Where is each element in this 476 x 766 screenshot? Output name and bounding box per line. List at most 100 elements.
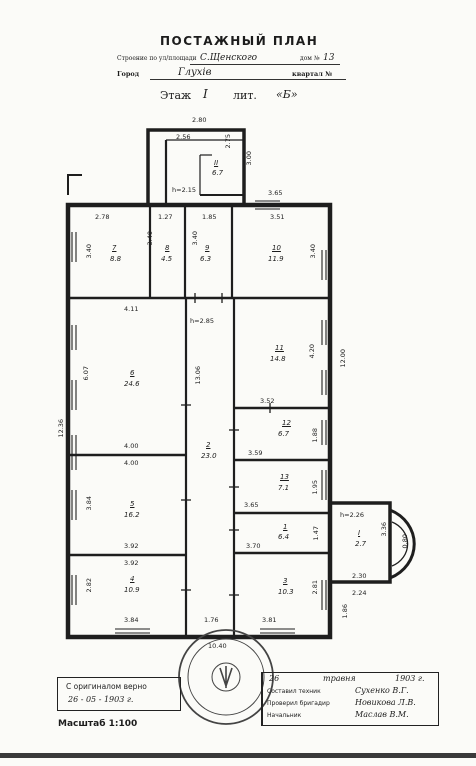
room-3-area: 10.3: [278, 588, 294, 596]
label-street: Строение по ул/площади: [117, 55, 197, 62]
dim-r7-width: 2.78: [95, 213, 110, 221]
dim-r12-width: 3.59: [248, 449, 263, 457]
room-13-number: 13: [280, 473, 289, 481]
lit-value: «Б»: [276, 88, 298, 101]
room-11-number: 11: [275, 344, 284, 352]
dim-r6-top: 4.11: [124, 305, 139, 313]
composed-name: Сухенко В.Г.: [355, 686, 409, 695]
label-house: дом №: [300, 55, 320, 62]
lit-label: лит.: [233, 89, 257, 102]
dim-r8-width: 1.27: [158, 213, 173, 221]
dim-r6-height: 6.07: [81, 366, 90, 381]
dim-r6-bottom: 4.00: [124, 442, 139, 450]
room-7-number: 7: [112, 244, 117, 252]
room-13-area: 7.1: [278, 484, 290, 492]
dim-r10-height: 3.40: [308, 244, 317, 259]
room-12-number: 12: [282, 419, 291, 427]
scan-edge: [0, 753, 476, 758]
floor-value: I: [203, 87, 208, 101]
dim-bottom-extra: 10.40: [208, 642, 227, 650]
dim-r4-height: 2.82: [84, 578, 93, 593]
top-annex-wall: [146, 128, 246, 205]
checked-by-label: Проверил бригадир: [267, 700, 330, 707]
dim-corridor-length: 13.06: [194, 365, 203, 385]
room-6-area: 24.6: [124, 380, 140, 388]
city-underline: [150, 79, 346, 80]
dim-r9-height: 3.40: [190, 231, 199, 246]
dim-top-annex-width: 2.80: [192, 116, 207, 124]
dim-r3-width: 3.81: [262, 616, 277, 624]
dim-top-right: 3.65: [268, 189, 283, 197]
plan-title: ПОСТАЖНЫЙ ПЛАН: [160, 34, 319, 48]
room-11-area: 14.8: [270, 355, 286, 363]
room-1-number: 1: [283, 523, 288, 531]
dim-r5-height: 3.84: [84, 496, 93, 511]
room-1-area: 6.4: [278, 533, 290, 541]
city-value: Глухів: [178, 67, 212, 78]
dim-r1-width: 3.70: [246, 542, 261, 550]
verified-label: С оригиналом верно: [66, 682, 147, 691]
dim-r10-width: 3.51: [270, 213, 285, 221]
room-I-number: I: [358, 529, 361, 537]
room-II-number: II: [214, 159, 219, 167]
dim-top-annex-height: 2.75: [223, 134, 232, 149]
dim-right-total: 12.00: [339, 348, 348, 368]
room-10-area: 11.9: [268, 255, 284, 263]
room-9-number: 9: [205, 244, 210, 252]
room-I-area: 2.7: [355, 540, 367, 548]
dim-h-top: h=2.15: [172, 186, 197, 194]
composed-label: Составил техник: [267, 688, 321, 695]
room-II-area: 6.7: [212, 169, 224, 177]
dim-porch-bottom: 2.24: [352, 589, 367, 597]
dim-r5-top: 4.00: [124, 459, 139, 467]
street-underline: [190, 64, 340, 65]
street-value: С.Щенского: [200, 53, 258, 63]
dim-r1-height: 1.47: [311, 526, 320, 541]
date-month: травня: [323, 674, 356, 683]
dim-h-porch: h=2.26: [340, 511, 365, 519]
dim-r4-top: 3.92: [124, 559, 139, 567]
outer-wall: [65, 202, 333, 640]
dim-corridor-width: 1.76: [204, 616, 219, 624]
room-6-number: 6: [130, 369, 135, 377]
room-7-area: 8.8: [110, 255, 122, 263]
dim-porch-height: 3.36: [379, 522, 388, 537]
dim-r12-height: 1.88: [310, 428, 319, 443]
signatures-stamp: 26 травня 1903 г. Составил техник Сухенк…: [261, 672, 439, 726]
dim-r11-bottom: 3.52: [260, 397, 275, 405]
dim-top-annex-inner: 2.56: [176, 133, 191, 141]
dim-r8-height: 3.40: [145, 231, 154, 246]
dim-r13-width: 3.65: [244, 501, 259, 509]
chief-name: Маслав В.М.: [355, 710, 409, 719]
room-2-number: 2: [206, 441, 211, 449]
chief-label: Начальник: [267, 712, 302, 719]
dim-r13-height: 1.95: [310, 480, 319, 495]
scale-label: Масштаб 1:100: [58, 719, 138, 729]
date-year: 1903 г.: [395, 674, 425, 683]
dim-annex-II-height: 3.00: [244, 151, 253, 166]
room-5-area: 16.2: [124, 511, 140, 519]
label-city: Город: [117, 70, 140, 78]
room-12-area: 6.7: [278, 430, 290, 438]
dim-r4-width: 3.84: [124, 616, 139, 624]
dim-right-low: 1.86: [340, 604, 349, 619]
room-5-number: 5: [130, 500, 135, 508]
dim-r3-height: 2.81: [310, 580, 319, 595]
verified-date: 26 - 05 - 1903 г.: [68, 695, 134, 704]
dim-r9-width: 1.85: [202, 213, 217, 221]
room-8-number: 8: [165, 244, 170, 252]
checked-by-name: Новикова Л.В.: [355, 698, 416, 707]
date-day: 26: [269, 674, 280, 683]
house-value: 13: [323, 53, 335, 63]
dim-porch-width: 2.30: [352, 572, 367, 580]
dim-h-mid: h=2.85: [190, 317, 215, 325]
dim-r5-bottom: 3.92: [124, 542, 139, 550]
room-9-area: 6.3: [200, 255, 212, 263]
room-2-area: 23.0: [201, 452, 217, 460]
floor-label: Этаж: [160, 89, 192, 102]
dim-r7-height: 3.40: [84, 244, 93, 259]
room-4-number: 4: [130, 575, 135, 583]
verified-stamp: С оригиналом верно 26 - 05 - 1903 г.: [57, 677, 181, 711]
